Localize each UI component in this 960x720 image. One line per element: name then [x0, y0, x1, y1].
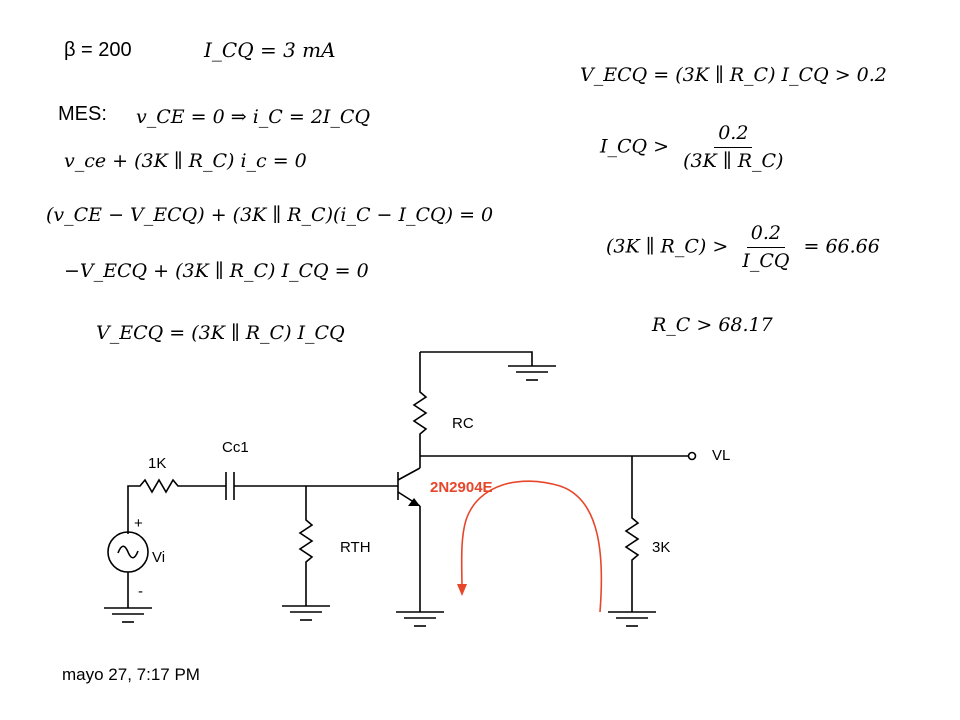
ground-symbol-source	[104, 607, 152, 623]
label-rth: RTH	[340, 539, 371, 556]
label-minus: -	[138, 583, 143, 600]
fraction-2-num: 0.2	[714, 124, 753, 148]
ground-symbol-rth	[282, 605, 330, 621]
ground-symbol-emitter	[396, 611, 444, 627]
equation-mes-3: (v_CE − V_ECQ) + (3K ∥ R_C)(i_C − I_CQ) …	[46, 204, 494, 226]
mes-label: MES:	[58, 103, 107, 125]
fraction-3-den: I_CQ	[742, 250, 790, 272]
timestamp: mayo 27, 7:17 PM	[62, 665, 200, 684]
wire-rc-top	[420, 351, 533, 366]
loop-arrow-icon	[457, 584, 467, 596]
equation-mes-2: v_ce + (3K ∥ R_C) i_c = 0	[64, 150, 307, 172]
vl-terminal	[687, 451, 697, 461]
equation-right-2: I_CQ > 0.2 (3K ∥ R_C)	[600, 124, 791, 171]
equation-mes-1: v_CE = 0 ⇒ i_C = 2I_CQ	[136, 106, 371, 128]
resistor-rth	[298, 486, 314, 606]
emitter-arrow-icon	[408, 498, 420, 506]
resistor-rc	[412, 352, 428, 456]
ground-symbol-top	[508, 365, 556, 381]
resistor-1k	[127, 478, 226, 500]
equation-right-3: (3K ∥ R_C) > 0.2 I_CQ = 66.66	[606, 222, 880, 272]
equation-right-4: R_C > 68.17	[652, 314, 773, 336]
icq-value: I_CQ = 3 mA	[204, 38, 336, 62]
resistor-3k	[624, 456, 640, 612]
label-vi: Vi	[152, 549, 165, 566]
ac-wave-icon	[117, 545, 139, 559]
transistor-2n2904e	[397, 456, 421, 612]
label-rc: RC	[452, 415, 474, 432]
fraction-2-den: (3K ∥ R_C)	[683, 150, 784, 172]
label-1k: 1K	[148, 455, 166, 472]
label-plus: +	[134, 515, 143, 532]
ground-symbol-3k	[608, 611, 656, 627]
label-cc1: Cc1	[222, 439, 249, 456]
mes-loop-annotation	[460, 480, 603, 613]
label-transistor: 2N2904E	[430, 479, 493, 496]
label-vl: VL	[712, 447, 730, 464]
beta-value: β = 200	[64, 39, 132, 61]
fraction-3: 0.2 I_CQ	[738, 224, 793, 271]
equation-right-1: V_ECQ = (3K ∥ R_C) I_CQ > 0.2	[580, 64, 887, 86]
fraction-3-num: 0.2	[746, 224, 785, 248]
equation-mes-4: −V_ECQ + (3K ∥ R_C) I_CQ = 0	[64, 260, 369, 282]
equation-mes-5: V_ECQ = (3K ∥ R_C) I_CQ	[96, 322, 345, 344]
fraction-2: 0.2 (3K ∥ R_C)	[679, 124, 787, 171]
capacitor-cc1	[225, 472, 252, 500]
label-3k: 3K	[652, 539, 670, 556]
